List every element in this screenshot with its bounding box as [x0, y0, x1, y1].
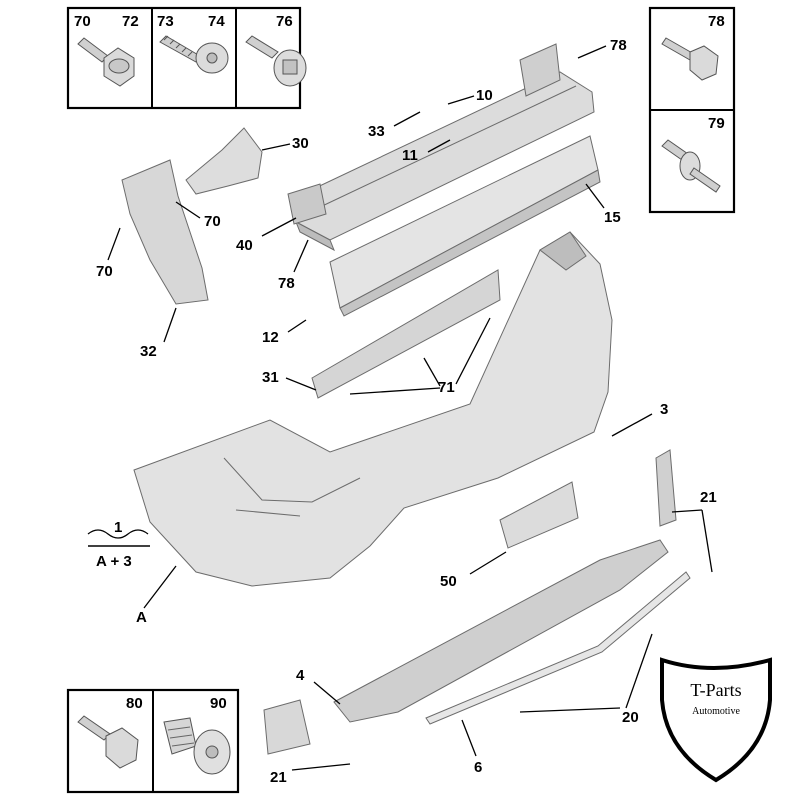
callout-21-lower: 21	[270, 769, 287, 786]
box-label-73: 73	[157, 13, 174, 30]
side-bracket-upper	[185, 127, 263, 195]
callout-71: 71	[438, 379, 455, 396]
callout-3: 3	[660, 401, 668, 418]
license-plate-mount	[499, 481, 579, 549]
callout-1: 1	[114, 519, 122, 536]
rear-bumper-cover	[133, 231, 613, 587]
box-label-79: 79	[708, 115, 725, 132]
callout-31: 31	[262, 369, 279, 386]
bolt-78-icon	[661, 37, 719, 81]
hardware-box-top-right: 78 79	[648, 6, 736, 214]
callout-6: 6	[474, 759, 482, 776]
chrome-trim-strip	[425, 571, 691, 725]
bolt-80-icon	[77, 715, 139, 769]
callout-50: 50	[440, 573, 457, 590]
callout-33: 33	[368, 123, 385, 140]
callout-4: 4	[296, 667, 305, 684]
side-mount-bracket	[263, 449, 677, 755]
box-label-78: 78	[708, 13, 725, 30]
lower-diffuser	[333, 539, 669, 723]
box-label-72: 72	[122, 13, 139, 30]
rivet-79-icon	[661, 139, 721, 193]
callout-10: 10	[476, 87, 493, 104]
logo-subtitle: Automotive	[692, 706, 740, 717]
callout-70-lower: 70	[96, 263, 113, 280]
callout-15: 15	[604, 209, 621, 226]
side-guide-bracket	[121, 159, 209, 305]
box-label-74: 74	[208, 13, 225, 30]
box-label-76: 76	[276, 13, 293, 30]
logo-brand: T-Parts	[690, 680, 741, 700]
callout-20: 20	[622, 709, 639, 726]
t-parts-logo: T-Parts Automotive	[660, 657, 772, 783]
hardware-box-bottom-left: 80 90	[66, 688, 240, 794]
box-label-70: 70	[74, 13, 91, 30]
box-label-80: 80	[126, 695, 143, 712]
leader-lines	[87, 45, 713, 771]
box-label-90: 90	[210, 695, 227, 712]
callout-21-right: 21	[700, 489, 717, 506]
callout-12: 12	[262, 329, 279, 346]
callout-1-subtext: A + 3	[96, 553, 132, 570]
callout-A: A	[136, 609, 147, 626]
callout-40: 40	[236, 237, 253, 254]
callout-32: 32	[140, 343, 157, 360]
callout-70-upper: 70	[204, 213, 221, 230]
flange-bolt-icon	[77, 37, 135, 87]
callout-30: 30	[292, 135, 309, 152]
clip-nut-90-icon	[163, 717, 231, 775]
washer-bolt-icon	[245, 35, 307, 87]
callout-78-lower: 78	[278, 275, 295, 292]
callout-11: 11	[402, 147, 418, 164]
self-tapping-screw-icon	[159, 35, 229, 74]
energy-absorber	[329, 135, 601, 317]
bumper-reinforcement-beam	[287, 43, 595, 252]
callout-78: 78	[610, 37, 627, 54]
callout-labels: 78 10 33 11 30 15 70 40 70 78 12 32 31 7…	[96, 37, 717, 786]
hardware-box-top-left: 70 72 73 74 76	[66, 6, 307, 110]
inner-support-bracket	[311, 269, 501, 399]
